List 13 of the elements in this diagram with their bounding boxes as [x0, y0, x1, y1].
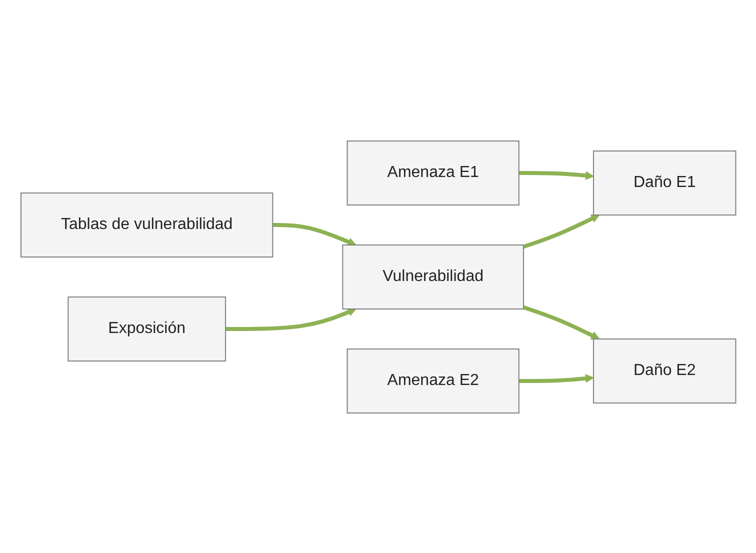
node-box: Daño E2 — [592, 338, 736, 403]
node-box: Vulnerabilidad — [342, 244, 524, 309]
arrow — [272, 222, 356, 246]
node-box: Exposición — [67, 296, 226, 361]
arrow — [518, 374, 594, 382]
arrow — [518, 170, 594, 180]
node-box: Tablas de vulnerabilidad — [20, 192, 273, 257]
node-box: Amenaza E1 — [346, 140, 519, 205]
node-box: Daño E1 — [592, 150, 736, 215]
arrow — [225, 307, 356, 330]
arrow — [522, 304, 600, 339]
node-box: Amenaza E2 — [346, 348, 519, 413]
arrow — [522, 214, 600, 248]
